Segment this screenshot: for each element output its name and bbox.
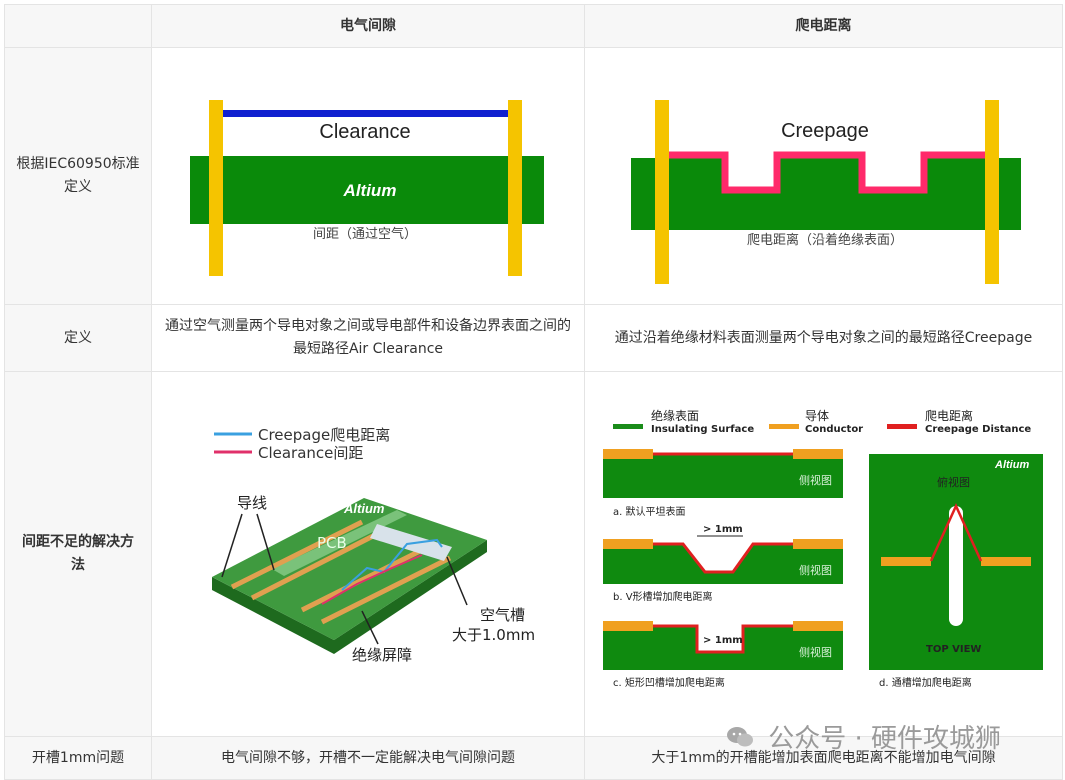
creepage-path [653,624,793,654]
clearance-path [223,110,508,117]
conductor-left [209,100,223,276]
header-clearance: 电气间隙 [151,4,585,48]
table-row: 定义 通过空气测量两个导电对象之间或导电部件和设备边界表面之间的最短路径Air … [4,304,1063,372]
conductor-right [985,100,999,284]
legend-clearance-label: Clearance间距 [258,444,363,462]
pad-left [603,621,653,631]
clearance-title: Clearance [319,121,410,143]
creepage-path [668,151,985,194]
board-flat [603,454,843,498]
pad-left [881,557,931,566]
conductor-trace [300,543,432,613]
pcb-label: PCB [317,534,347,552]
pad-right [793,621,843,631]
gap-label: > 1mm [703,635,743,646]
legend-creepage-cn: 爬电距离 [925,408,973,423]
slot-pointer [446,556,468,606]
pad-right [793,539,843,549]
conductor-right [508,100,522,276]
top-view-en-label: TOP VIEW [926,644,981,655]
altium-logo: Altium [994,459,1029,471]
pcb-board-side [212,540,487,654]
pcb-figure-cell: Creepage爬电距离 Clearance间距 Altium PCB 导线 [151,371,585,737]
caption-c: c. 矩形凹槽增加爬电距离 [613,676,725,689]
slot-label: 空气槽 [480,606,525,624]
creepage-slot-note: 大于1mm的开槽能增加表面爬电距离不能增加电气间隙 [584,736,1063,780]
creepage-figure-cell: Creepage 爬电距离（沿着绝缘表面） [584,47,1063,305]
board-rect-groove [603,626,843,670]
caption-d: d. 通槽增加爬电距离 [879,676,972,689]
conductor-left [655,100,669,284]
pcb-3d-diagram: Creepage爬电距离 Clearance间距 Altium PCB 导线 [212,426,535,664]
row-label: 根据IEC60950标准定义 [4,47,152,305]
legend-creepage-label: Creepage爬电距离 [258,426,390,444]
table-row: 开槽1mm问题 电气间隙不够，开槽不一定能解决电气间隙问题 大于1mm的开槽能增… [4,736,1063,780]
watermark: 公众号 · 硬件攻城狮 [726,718,1001,755]
creepage-definition: 通过沿着绝缘材料表面测量两个导电对象之间的最短路径Creepage [584,304,1063,372]
legend-insulating-swatch [613,424,643,429]
barrier-label: 绝缘屏障 [352,646,412,664]
creepage-caption: 爬电距离（沿着绝缘表面） [747,232,903,248]
gap-label: > 1mm [703,524,743,535]
table-row: 间距不足的解决方法 Creepage爬电距离 Clearance间距 Altiu… [4,371,1063,737]
side-view-label: 侧视图 [799,473,832,487]
creepage-path [653,542,793,574]
conductor-trace [250,531,379,601]
top-view-cn-label: 俯视图 [937,475,970,489]
pcb-board-slotted [631,158,1021,230]
clearance-slot-note: 电气间隙不够，开槽不一定能解决电气间隙问题 [151,736,585,780]
creepage-path [929,502,983,562]
table-row: 根据IEC60950标准定义 Clearance Altium 间距（通过空气）… [4,47,1063,305]
comparison-table: 电气间隙 爬电距离 根据IEC60950标准定义 Clearance Altiu… [4,4,1063,780]
wire-pointer [221,513,243,578]
insulation-barrier [272,510,407,576]
creepage-path [341,538,443,591]
clearance-path [321,554,423,605]
header-row: 电气间隙 爬电距离 [4,4,1063,48]
pcb-board-top [212,498,487,640]
legend-conductor-swatch [769,424,799,429]
wechat-icon [726,725,754,749]
wire-label: 导线 [237,494,267,512]
clearance-caption: 间距（通过空气） [313,226,417,242]
conductor-trace [320,555,452,625]
side-view-label: 侧视图 [799,563,832,577]
barrier-pointer [361,610,379,645]
pad-left [603,539,653,549]
caption-b: b. V形槽增加爬电距离 [613,590,713,603]
pcb-board [190,156,544,224]
caption-a: a. 默认平坦表面 [613,505,686,518]
conductor-trace [230,519,364,590]
side-view-label: 侧视图 [799,645,832,659]
header-creepage: 爬电距离 [584,4,1063,48]
legend-creepage-en: Creepage Distance [925,424,1031,435]
clearance-diagram: Clearance Altium 间距（通过空气） [190,100,544,276]
legend-insulating-en: Insulating Surface [651,424,754,435]
row-label: 开槽1mm问题 [4,736,152,780]
gap-box [699,628,741,650]
clearance-figure-cell: Clearance Altium 间距（通过空气） [151,47,585,305]
pad-left [603,449,653,459]
legend-conductor-en: Conductor [805,424,863,435]
pad-right [793,449,843,459]
slot-size-label: 大于1.0mm [452,626,535,644]
clearance-definition: 通过空气测量两个导电对象之间或导电部件和设备边界表面之间的最短路径Air Cle… [151,304,585,372]
board-v-groove [603,544,843,584]
altium-logo: Altium [343,501,385,516]
legend-conductor-cn: 导体 [805,409,829,423]
row-label: 间距不足的解决方法 [4,371,152,737]
legend-creepage-swatch [887,424,917,429]
legend-insulating-cn: 绝缘表面 [651,408,699,423]
header-empty [4,4,152,48]
methods-figure-cell: 绝缘表面 Insulating Surface 导体 Conductor 爬电距… [584,371,1063,737]
pad-right [981,557,1031,566]
wire-pointer [256,513,275,571]
watermark-text: 公众号 · 硬件攻城狮 [768,724,1002,754]
through-slot [949,506,963,626]
row-label: 定义 [4,304,152,372]
creepage-title: Creepage [781,120,869,142]
creepage-diagram: Creepage 爬电距离（沿着绝缘表面） [631,100,1021,284]
creepage-methods-diagram: 绝缘表面 Insulating Surface 导体 Conductor 爬电距… [603,408,1043,689]
altium-logo: Altium [343,181,397,200]
